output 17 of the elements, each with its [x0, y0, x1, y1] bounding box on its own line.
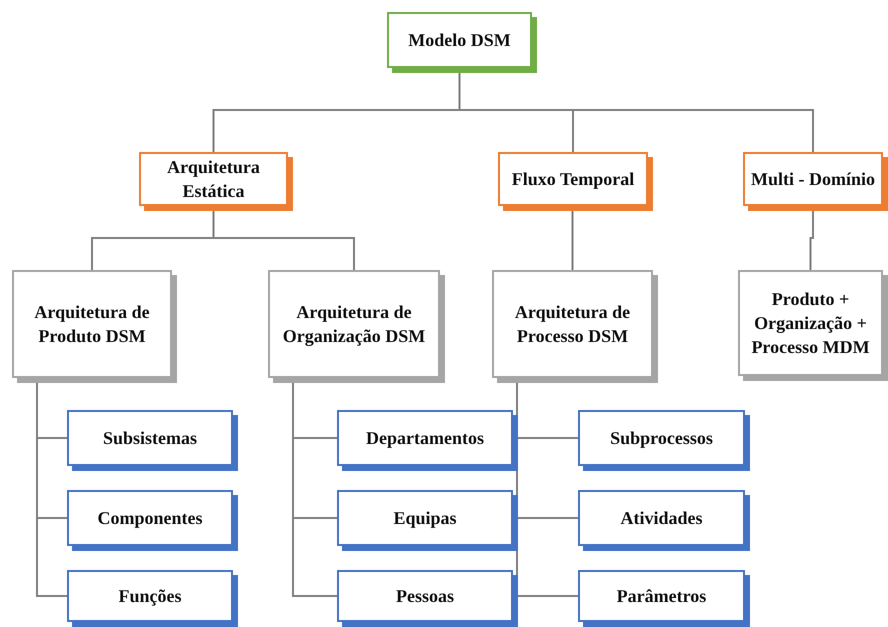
- node-label: Multi - Domínio: [751, 168, 875, 191]
- node-label: Pessoas: [396, 585, 454, 608]
- node-label: Componentes: [97, 507, 202, 530]
- node-label: Arquitetura de Organização DSM: [282, 301, 426, 348]
- node-label: Arquitetura de Processo DSM: [514, 301, 632, 348]
- node-label: Fluxo Temporal: [512, 168, 634, 191]
- node-label: Subsistemas: [102, 427, 198, 450]
- node-label: Arquitetura Estática: [166, 156, 261, 203]
- node-label: Atividades: [620, 507, 702, 530]
- node-label: Subprocessos: [610, 427, 713, 450]
- node-label: Arquitetura de Produto DSM: [33, 301, 151, 348]
- node-label: Modelo DSM: [408, 29, 511, 52]
- node-label: Produto + Organização + Processo MDM: [750, 288, 871, 359]
- node-label: Equipas: [393, 507, 457, 530]
- node-label: Funções: [118, 585, 182, 608]
- node-label: Parâmetros: [616, 585, 706, 608]
- node-label: Departamentos: [366, 427, 484, 450]
